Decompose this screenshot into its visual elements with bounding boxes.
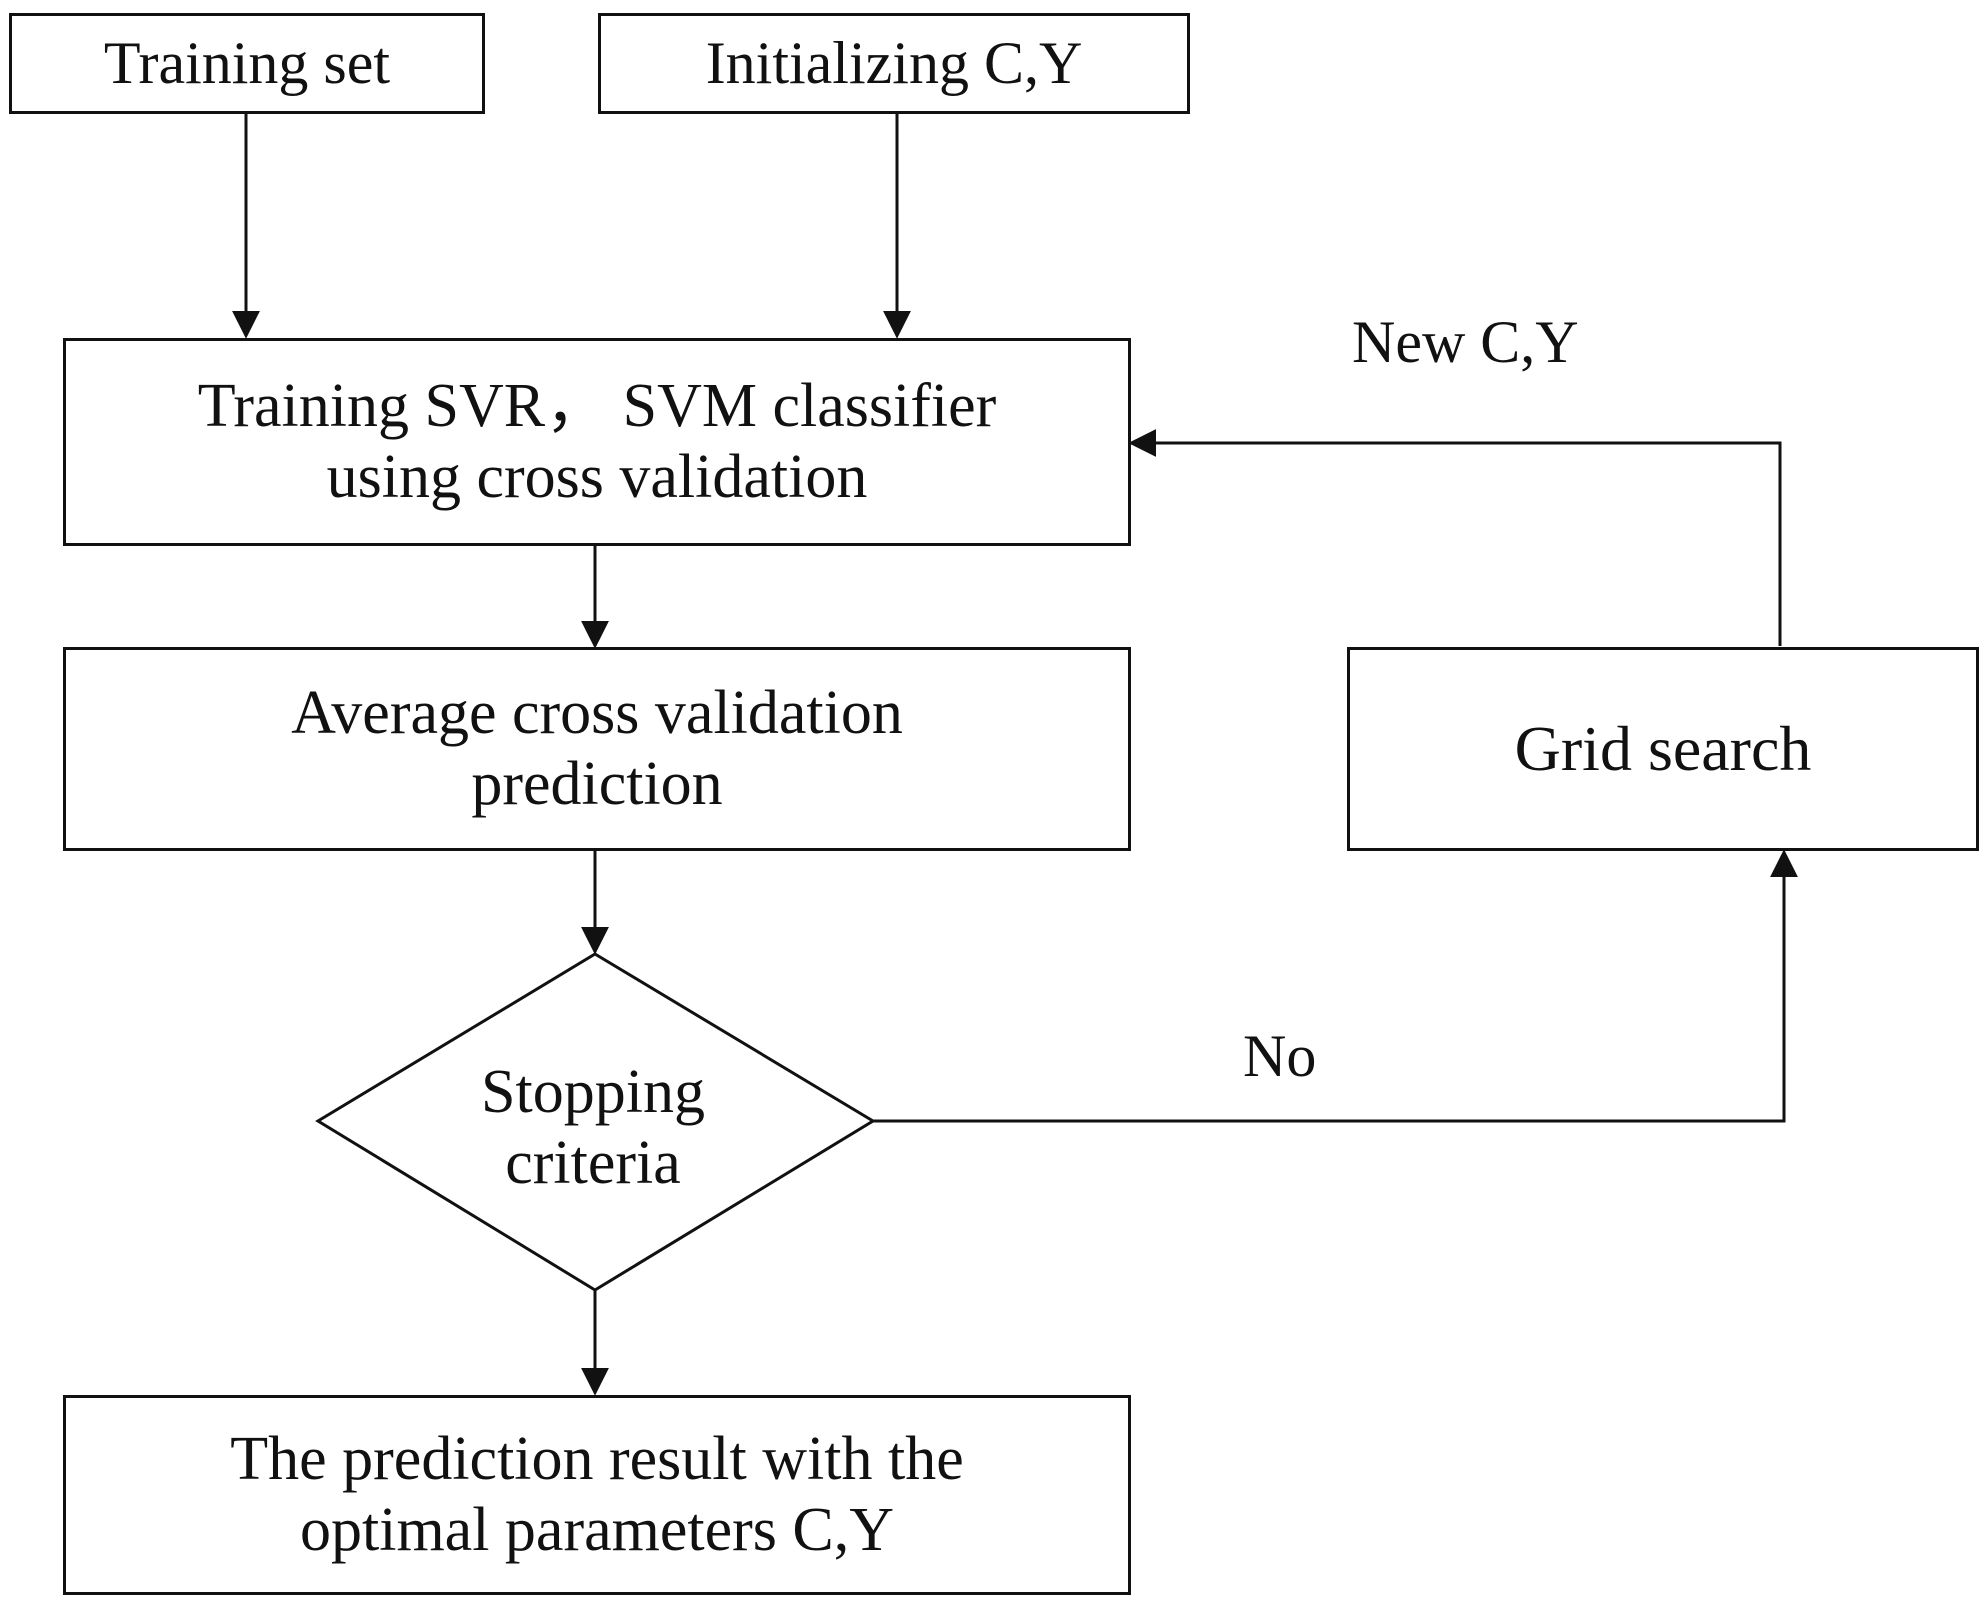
grid-search-box: Grid search: [1347, 647, 1979, 851]
initializing-label: Initializing C,Y: [705, 30, 1083, 96]
training-svr-line-2: using cross validation: [326, 443, 868, 511]
training-svr-line-1: Training SVR， SVM classifier: [197, 371, 997, 440]
average-cv-box: Average cross validation prediction: [63, 647, 1131, 851]
stopping-criteria-text: Stopping criteria: [318, 1028, 868, 1228]
stopping-criteria-line-1: Stopping: [481, 1057, 705, 1126]
result-line-1: The prediction result with the: [230, 1424, 964, 1493]
average-cv-line-1: Average cross validation: [291, 678, 903, 747]
arrow-no-to-grid-search: [873, 849, 1798, 1123]
average-cv-line-2: prediction: [471, 750, 723, 818]
training-set-label: Training set: [103, 30, 391, 96]
training-set-box: Training set: [9, 13, 485, 114]
new-cy-edge-label: New C,Y: [1352, 309, 1579, 375]
stopping-criteria-line-2: criteria: [505, 1129, 681, 1197]
training-svr-box: Training SVR， SVM classifier using cross…: [63, 338, 1131, 546]
no-edge-label: No: [1243, 1023, 1317, 1089]
initializing-box: Initializing C,Y: [598, 13, 1190, 114]
result-box: The prediction result with the optimal p…: [63, 1395, 1131, 1595]
arrow-grid-search-to-training-svr: [1128, 429, 1782, 646]
result-line-2: optimal parameters C,Y: [300, 1496, 894, 1564]
grid-search-label: Grid search: [1514, 713, 1812, 785]
